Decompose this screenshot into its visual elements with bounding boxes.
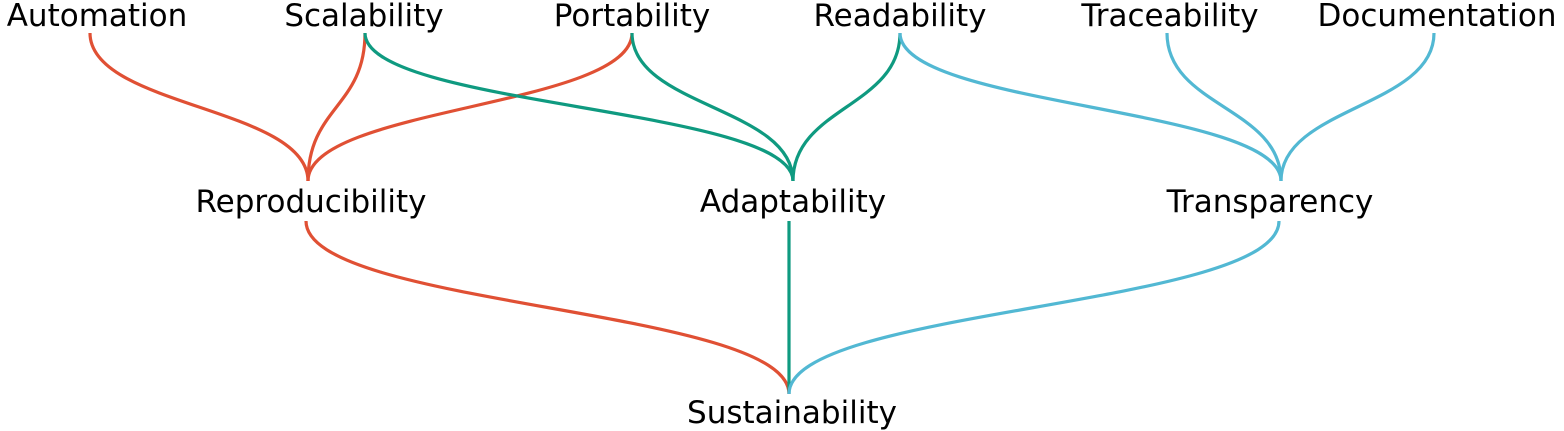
link-traceability-to-transparency [1165,32,1283,182]
link-scalability-to-reproducibility [306,32,367,182]
link-reproducibility-to-sustainability [304,220,791,395]
node-portability: Portability [554,0,710,34]
node-transparency: Transparency [1166,184,1374,220]
link-portability-to-reproducibility [306,32,634,182]
node-automation: Automation [7,0,188,34]
link-documentation-to-transparency [1279,32,1436,182]
link-transparency-to-sustainability [787,220,1281,395]
link-readability-to-adaptability [791,32,902,182]
link-scalability-to-adaptability [363,32,795,182]
link-automation-to-reproducibility [88,32,310,182]
node-adaptability: Adaptability [700,184,886,220]
node-readability: Readability [814,0,987,34]
link-portability-to-adaptability [630,32,795,182]
node-documentation: Documentation [1318,0,1557,34]
node-scalability: Scalability [284,0,443,34]
node-traceability: Traceability [1080,0,1258,34]
node-reproducibility: Reproducibility [196,184,427,220]
link-readability-to-transparency [898,32,1283,182]
node-sustainability: Sustainability [687,395,897,431]
links-layer [88,32,1436,395]
